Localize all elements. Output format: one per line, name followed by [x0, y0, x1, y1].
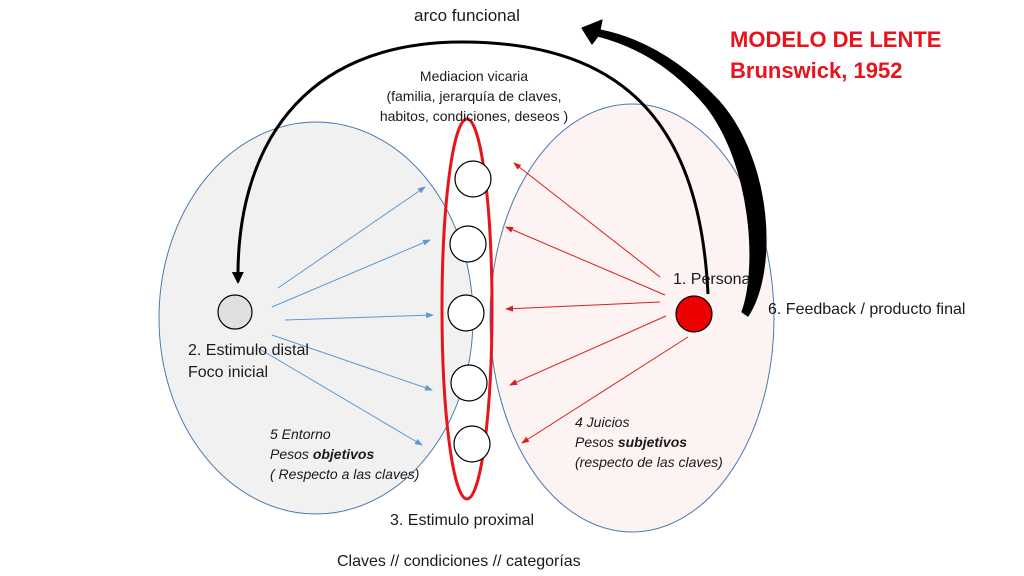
- cues-label: Claves // condiciones // categorías: [337, 553, 581, 570]
- cue-circle: [453, 425, 491, 463]
- feedback-label: 6. Feedback / producto final: [768, 301, 966, 318]
- proximal-stimulus-label: 3. Estimulo proximal: [390, 512, 535, 529]
- cue-circle: [454, 160, 492, 198]
- subjective-emphasis: subjetivos: [617, 434, 688, 450]
- subjective-respect-line: (respecto de las claves): [575, 454, 723, 470]
- functional-arc: [231, 40, 710, 295]
- environment-line: 5 Entorno: [270, 426, 331, 442]
- functional-arc-label: arco funcional: [414, 6, 520, 25]
- mediation-line-3: habitos, condiciones, deseos ): [379, 108, 569, 124]
- objective-weight-arrow: [257, 347, 423, 446]
- objective-weights-line: Pesos objetivos: [270, 444, 419, 464]
- judgment-weights-label: 4 Juicios Pesos subjetivos (respecto de …: [575, 412, 723, 472]
- objective-emphasis: objetivos: [312, 446, 375, 462]
- subjective-weight-arrow: [521, 336, 689, 444]
- title-line-1: MODELO DE LENTE: [730, 27, 942, 52]
- vicarious-mediation-label: Mediacion vicaria (familia, jerarquía de…: [364, 66, 584, 126]
- subjective-weights-line: Pesos subjetivos: [575, 432, 723, 452]
- judgments-line: 4 Juicios: [575, 414, 630, 430]
- objective-weight-arrow: [284, 312, 434, 321]
- cue-circle: [449, 225, 487, 263]
- lens-ellipse: [440, 117, 494, 501]
- distal-stimulus-label: 2. Estimulo distal Foco inicial: [188, 340, 309, 384]
- objective-respect-line: ( Respecto a las claves): [270, 466, 420, 482]
- initial-focus-line: Foco inicial: [188, 364, 269, 381]
- subjective-weight-arrow: [513, 162, 661, 278]
- cue-circle: [447, 294, 485, 332]
- mediation-line-2: (familia, jerarquía de claves,: [386, 88, 562, 104]
- cue-circle: [450, 364, 488, 402]
- objective-weight-arrow: [271, 334, 433, 391]
- subjective-weight-arrow: [509, 315, 667, 386]
- objective-weight-arrow: [271, 239, 431, 308]
- persona-ellipse: [489, 103, 775, 533]
- weights-prefix: Pesos: [270, 446, 313, 462]
- distal-stimulus-line: 2. Estimulo distal: [188, 342, 309, 359]
- title-line-2: Brunswick, 1952: [730, 58, 903, 83]
- mediation-line-1: Mediacion vicaria: [419, 68, 529, 84]
- subjective-weight-arrow: [505, 301, 661, 312]
- persona-label: 1. Persona: [673, 271, 751, 288]
- slide-title: MODELO DE LENTE Brunswick, 1952: [730, 24, 941, 86]
- feedback-arrow: [581, 19, 767, 317]
- environment-weights-label: 5 Entorno Pesos objetivos ( Respecto a l…: [270, 424, 419, 484]
- objective-weight-arrow: [277, 186, 426, 289]
- distal-stimulus-circle: [217, 294, 253, 330]
- subjective-weight-arrow: [505, 226, 666, 296]
- persona-circle: [675, 295, 713, 333]
- weights-prefix: Pesos: [575, 434, 618, 450]
